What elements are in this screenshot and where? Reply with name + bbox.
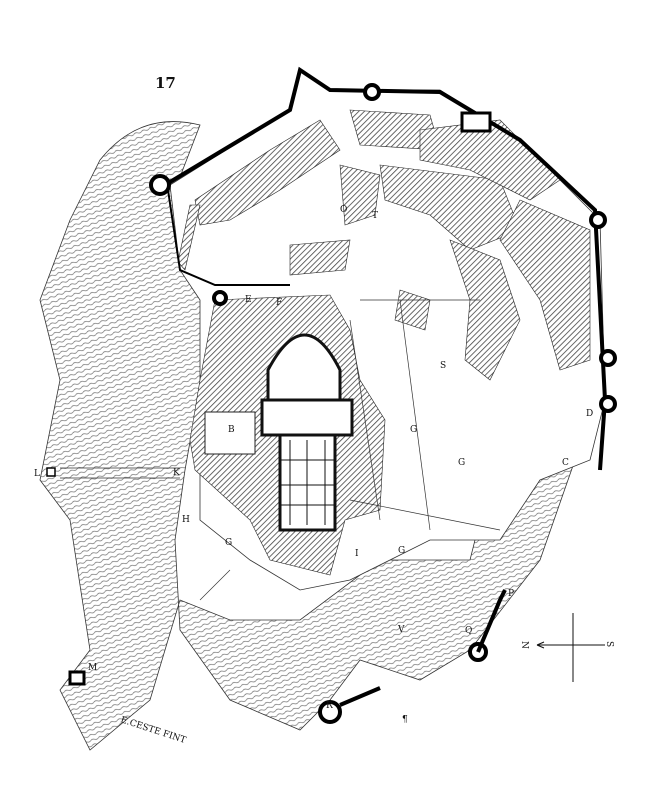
southern-bastion bbox=[339, 589, 507, 707]
label-q: Q bbox=[465, 626, 472, 636]
outpost-l bbox=[46, 467, 56, 477]
label-t: T bbox=[372, 211, 378, 221]
engraver-signature: E.CESTE FINT bbox=[119, 715, 187, 746]
label-e: E bbox=[245, 295, 252, 305]
label-v: V bbox=[397, 625, 405, 635]
label-s: S bbox=[440, 361, 446, 371]
streets bbox=[199, 299, 501, 601]
west-wall bbox=[167, 189, 290, 286]
city-wall bbox=[163, 66, 608, 471]
label-f: F bbox=[276, 298, 282, 308]
label-p: P bbox=[508, 589, 514, 599]
compass-rose bbox=[536, 613, 605, 682]
plate-number: 17 bbox=[155, 74, 176, 92]
tower-m bbox=[68, 670, 86, 686]
gate-tower bbox=[460, 111, 492, 133]
label-i: I bbox=[355, 549, 359, 559]
compass-south: S bbox=[604, 641, 614, 647]
label-k: K bbox=[173, 468, 180, 478]
scale-mark: ¶ bbox=[402, 715, 408, 725]
label-g3: G bbox=[225, 538, 232, 548]
road-k bbox=[60, 467, 180, 479]
label-g1: G bbox=[410, 425, 417, 435]
towers bbox=[149, 83, 617, 724]
label-h: H bbox=[182, 515, 190, 525]
label-d: D bbox=[586, 409, 593, 419]
label-g4: G bbox=[398, 546, 405, 556]
cathedral bbox=[260, 333, 354, 532]
label-c: C bbox=[562, 458, 569, 468]
label-m: M bbox=[88, 663, 97, 673]
label-o: O bbox=[340, 205, 347, 215]
compass-north: N bbox=[519, 641, 529, 649]
label-b: B bbox=[228, 425, 235, 435]
western-cliffs bbox=[39, 121, 576, 751]
label-g2: G bbox=[458, 458, 465, 468]
label-l: L bbox=[34, 469, 40, 479]
courtyard-b bbox=[204, 411, 256, 455]
label-r: R bbox=[326, 701, 333, 711]
